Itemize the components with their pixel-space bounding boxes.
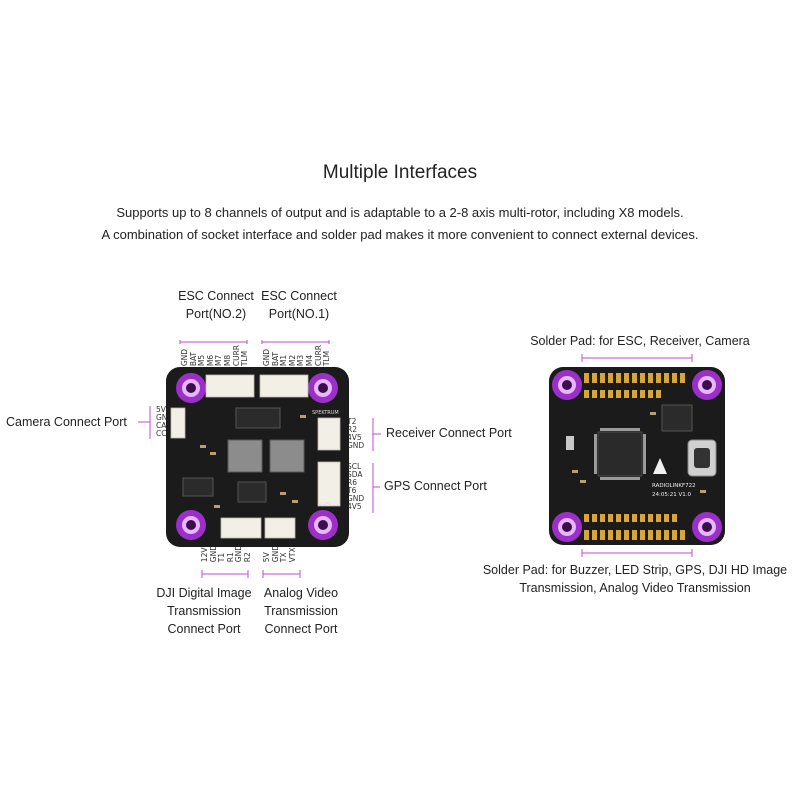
pin-label: 4V5	[347, 433, 362, 442]
ic-chip	[235, 407, 281, 429]
pin-label: R6	[347, 478, 357, 487]
silk-board-name: RADIOLINKF722	[652, 483, 696, 489]
receiver-connector	[317, 417, 341, 451]
pin-label: GND	[347, 441, 365, 450]
mounting-hole-center	[318, 383, 328, 393]
top-solder-pads	[584, 373, 685, 398]
mounting-holes	[176, 373, 338, 540]
dji-label: DJI Digital Image Transmission Connect P…	[148, 584, 260, 638]
silk-board-date: 24:05:21 V1.0	[652, 492, 691, 498]
mcu-chip	[597, 431, 643, 477]
analog-label-line: Transmission	[264, 604, 338, 618]
ic-chip	[661, 404, 693, 432]
esc2-connector	[205, 374, 255, 398]
right-bottom-bracket	[581, 549, 693, 557]
dji-connector	[220, 517, 262, 539]
analog-label-line: Connect Port	[264, 622, 338, 636]
esc2-bracket	[179, 340, 248, 344]
gps-pin-list: SCL SDA R6 T6 GND 4V5	[347, 463, 364, 511]
pin-label: CAM	[156, 421, 173, 430]
esc1-connector	[259, 374, 309, 398]
dji-bracket	[201, 570, 249, 578]
mounting-hole-center	[318, 520, 328, 530]
top-solder-pad-label: Solder Pad: for ESC, Receiver, Camera	[530, 334, 750, 348]
usb-c-opening	[694, 448, 710, 468]
esc1-bracket	[261, 340, 330, 344]
inductor-chip	[269, 439, 305, 473]
gps-label: GPS Connect Port	[384, 479, 487, 493]
description-line-1: Supports up to 8 channels of output and …	[116, 205, 684, 220]
esc1-label: ESC Connect Port(NO.1)	[253, 287, 345, 323]
esc1-label-line: Port(NO.1)	[268, 307, 330, 321]
brand-logo	[653, 458, 667, 474]
bottom-label-line: Solder Pad: for Buzzer, LED Strip, GPS, …	[482, 563, 788, 577]
pin-label: CC	[156, 429, 167, 438]
bottom-label-line: Transmission, Analog Video Transmission	[519, 581, 751, 595]
dji-label-line: Transmission	[167, 604, 241, 618]
mounting-hole-center	[186, 520, 196, 530]
receiver-bracket	[372, 418, 381, 451]
page-title: Multiple Interfaces	[322, 162, 478, 183]
left-flight-controller: SPEKTRUM GPS	[166, 367, 349, 547]
ic-chip	[182, 477, 214, 497]
ic-chip	[237, 481, 267, 503]
analog-bracket	[262, 570, 301, 578]
bottom-solder-pads	[584, 514, 685, 540]
bracket-lines	[138, 340, 693, 578]
camera-connector	[170, 407, 186, 439]
silk-spektrum: SPEKTRUM	[312, 410, 339, 416]
camera-pin-list: 5V GND CAM CC	[156, 406, 173, 438]
inductor-chip	[227, 439, 263, 473]
camera-label: Camera Connect Port	[6, 415, 127, 429]
esc1-label-line: ESC Connect	[261, 289, 337, 303]
pin-label: T6	[347, 486, 357, 495]
esc2-label: ESC Connect Port(NO.2)	[170, 287, 262, 323]
pin-label: GND	[156, 413, 174, 422]
analog-label-line: Analog Video	[263, 586, 339, 600]
receiver-label: Receiver Connect Port	[386, 426, 512, 440]
dji-label-line: DJI Digital Image	[156, 586, 252, 600]
gps-connector	[317, 461, 341, 507]
bottom-solder-pad-label: Solder Pad: for Buzzer, LED Strip, GPS, …	[470, 561, 800, 597]
pin-label: GND	[347, 494, 365, 503]
description-line-2: A combination of socket interface and so…	[101, 227, 699, 242]
esc2-label-line: Port(NO.2)	[185, 307, 247, 321]
dji-label-line: Connect Port	[167, 622, 241, 636]
analog-label: Analog Video Transmission Connect Port	[250, 584, 352, 638]
pin-label: 4V5	[347, 502, 362, 511]
camera-bracket	[138, 406, 151, 439]
pin-label: R2	[347, 425, 357, 434]
receiver-pin-list: T2 R2 4V5 GND	[347, 418, 364, 450]
mounting-holes	[552, 370, 722, 542]
mounting-hole-center	[186, 383, 196, 393]
pin-label: 5V	[156, 405, 166, 414]
esc2-label-line: ESC Connect	[178, 289, 254, 303]
analog-connector	[264, 517, 296, 539]
smd-components	[200, 415, 306, 508]
pin-label: SDA	[347, 470, 363, 479]
gps-bracket	[372, 463, 380, 513]
right-flight-controller: RADIOLINKF722 24:05:21 V1.0	[549, 367, 725, 545]
smd-components	[572, 412, 706, 493]
silk-gps: GPS	[320, 502, 330, 508]
pin-label: SCL	[347, 462, 362, 471]
mcu-pins	[594, 428, 646, 480]
connectors	[170, 374, 341, 539]
button	[566, 436, 574, 450]
pin-label: T2	[347, 417, 357, 426]
right-top-bracket	[581, 354, 693, 362]
